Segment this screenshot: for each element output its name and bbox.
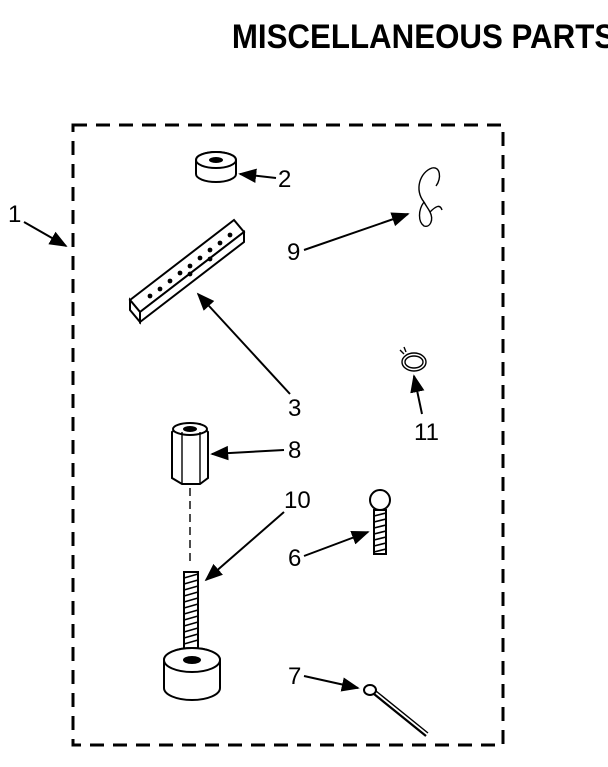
leveling-leg-part-10 <box>163 571 221 701</box>
callout-10: 10 <box>284 487 311 514</box>
leader-8 <box>210 445 285 461</box>
leader-9 <box>303 212 410 251</box>
leader-11 <box>410 374 425 415</box>
callout-6: 6 <box>288 545 301 572</box>
leader-10 <box>204 511 285 582</box>
callout-7: 7 <box>288 663 301 690</box>
callout-8: 8 <box>288 437 301 464</box>
leader-7 <box>303 675 360 692</box>
leader-3 <box>196 292 291 395</box>
leader-1 <box>23 221 68 247</box>
washer-part-2 <box>195 151 237 183</box>
callout-2: 2 <box>278 166 291 193</box>
kit-boundary <box>71 123 505 747</box>
bracket-part-3 <box>128 218 246 325</box>
leader-2 <box>238 168 277 183</box>
callout-11: 11 <box>414 419 439 446</box>
page-title: MISCELLANEOUS PARTS <box>232 17 608 56</box>
callout-1: 1 <box>8 201 21 228</box>
bolt-part-6 <box>369 489 391 555</box>
callout-9: 9 <box>287 239 300 266</box>
hex-nut-part-8 <box>171 422 209 485</box>
cotter-pin-part-7 <box>363 684 429 737</box>
hook-clip-part-9 <box>418 167 443 227</box>
ring-clamp-part-11 <box>399 346 427 372</box>
leader-6 <box>303 530 370 557</box>
callout-3: 3 <box>288 395 301 422</box>
